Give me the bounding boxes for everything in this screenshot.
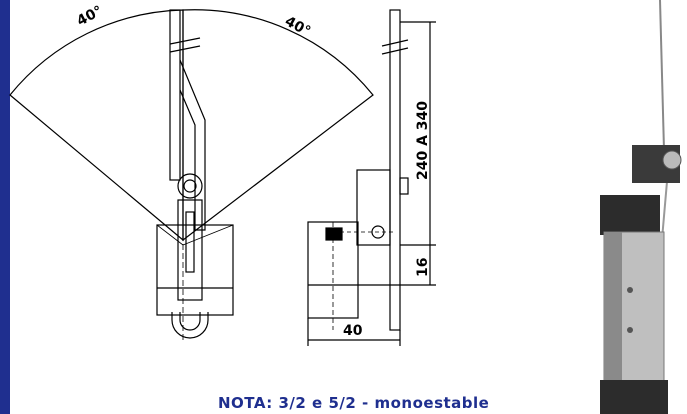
side-button [325, 227, 343, 241]
pivot-bolt-outer [177, 173, 203, 199]
valve-product-photo [600, 0, 682, 414]
front-view [9, 9, 374, 340]
side-break-mark [381, 39, 409, 47]
photo-valve-shade [604, 232, 622, 392]
right-angle-label: 40° [282, 13, 313, 40]
side-view [307, 9, 436, 346]
lever-tip-inner [179, 312, 201, 331]
accent-side-bar [0, 0, 10, 414]
slot-plate [177, 199, 203, 301]
left-angle-label: 40° [74, 3, 105, 30]
photo-valve-base [600, 380, 668, 414]
height-dimension-label: 240 A 340 [415, 101, 431, 180]
side-lever-rod [389, 9, 401, 331]
photo-lever-wire [659, 0, 665, 151]
photo-port-2 [627, 327, 633, 333]
offset-dimension-label: 16 [415, 258, 431, 277]
width-dimension-label: 40 [343, 323, 363, 339]
pivot-bolt-inner [183, 179, 197, 193]
valve-body-front [156, 224, 234, 316]
photo-lever-pivot [662, 150, 682, 170]
side-break-mark-2 [381, 47, 409, 55]
side-bracket [356, 169, 391, 246]
swing-sector-right [182, 9, 374, 242]
angle-guide-left [156, 224, 184, 246]
lever-tip [171, 312, 209, 339]
photo-valve-top [600, 195, 660, 235]
slot-opening [185, 211, 195, 273]
break-mark [169, 37, 201, 45]
angle-guide-right [182, 224, 234, 246]
break-mark-2 [169, 45, 201, 53]
side-nut [399, 177, 409, 195]
lever-rod [169, 9, 181, 181]
valve-note: NOTA: 3/2 e 5/2 - monoestable [218, 394, 490, 412]
lever-bent-plate [179, 59, 206, 231]
photo-port-1 [627, 287, 633, 293]
swing-sector-left [9, 9, 184, 242]
